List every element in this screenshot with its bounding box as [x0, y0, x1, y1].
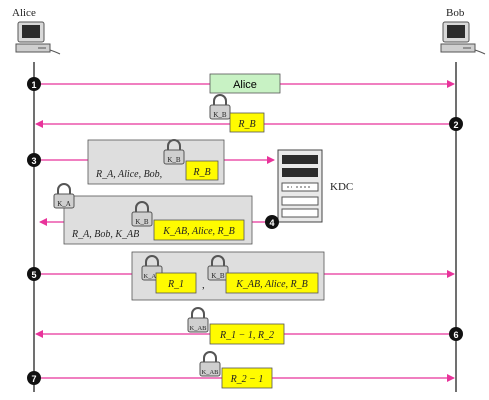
lock-key-label: K_A: [57, 200, 71, 208]
step-badge-3: 3: [27, 153, 41, 167]
svg-text:2: 2: [453, 120, 458, 130]
message-text: R_A, Bob, K_AB: [71, 229, 139, 240]
encrypted-box: [209, 323, 285, 345]
lock-key-label: K_B: [167, 156, 181, 164]
lock-key-label: K_AB: [144, 273, 162, 280]
encrypted-box: [155, 272, 197, 294]
svg-text:4: 4: [269, 218, 274, 228]
svg-text:7: 7: [31, 374, 36, 384]
bob-label: Bob: [446, 7, 465, 19]
lock-key-label: K_AB: [190, 325, 208, 332]
message-box-alice: [209, 73, 281, 94]
encrypted-text: R_2 − 1: [230, 374, 264, 385]
step-badge-7: 7: [27, 371, 41, 385]
encrypted-box: [153, 219, 245, 241]
step-badge-5: 5: [27, 267, 41, 281]
svg-text:5: 5: [31, 270, 36, 280]
encrypted-text: R_B: [237, 119, 255, 130]
step-badge-6: 6: [449, 327, 463, 341]
computer-icon: [440, 21, 486, 55]
server-icon: [277, 149, 323, 223]
lock-key-label: K_B: [211, 272, 225, 280]
alice-label: Alice: [12, 7, 36, 19]
padlock-icon: [163, 139, 185, 165]
lock-key-label: K_B: [135, 218, 149, 226]
svg-text:6: 6: [453, 330, 458, 340]
message-text: Alice: [233, 79, 257, 91]
encrypted-box: [221, 367, 273, 389]
message-text: R_A, Alice, Bob,: [95, 169, 162, 180]
encrypted-text: K_AB, Alice, R_B: [162, 226, 234, 237]
step-badge-4: 4: [265, 215, 279, 229]
separator-comma: ,: [202, 279, 205, 291]
encrypted-text: K_AB, Alice, R_B: [235, 279, 307, 290]
encrypted-box: [185, 160, 219, 181]
encrypted-box: [225, 272, 319, 294]
step-badge-1: 1: [27, 77, 41, 91]
padlock-icon: [53, 183, 75, 209]
lock-key-label: K_B: [213, 111, 227, 119]
lock-key-label: K_AB: [202, 369, 220, 376]
padlock-icon: [187, 307, 209, 333]
encrypted-text: R_1 − 1, R_2: [219, 330, 274, 341]
padlock-icon: [209, 94, 231, 120]
step-badge-2: 2: [449, 117, 463, 131]
padlock-icon: [131, 201, 153, 227]
padlock-icon: [199, 351, 221, 377]
svg-text:1: 1: [31, 80, 36, 90]
encrypted-text: R_1: [167, 279, 184, 290]
svg-text:3: 3: [31, 156, 36, 166]
encrypted-box: [229, 112, 265, 133]
computer-icon: [15, 21, 61, 55]
kdc-label: KDC: [330, 181, 353, 193]
encrypted-text: R_B: [192, 167, 210, 178]
